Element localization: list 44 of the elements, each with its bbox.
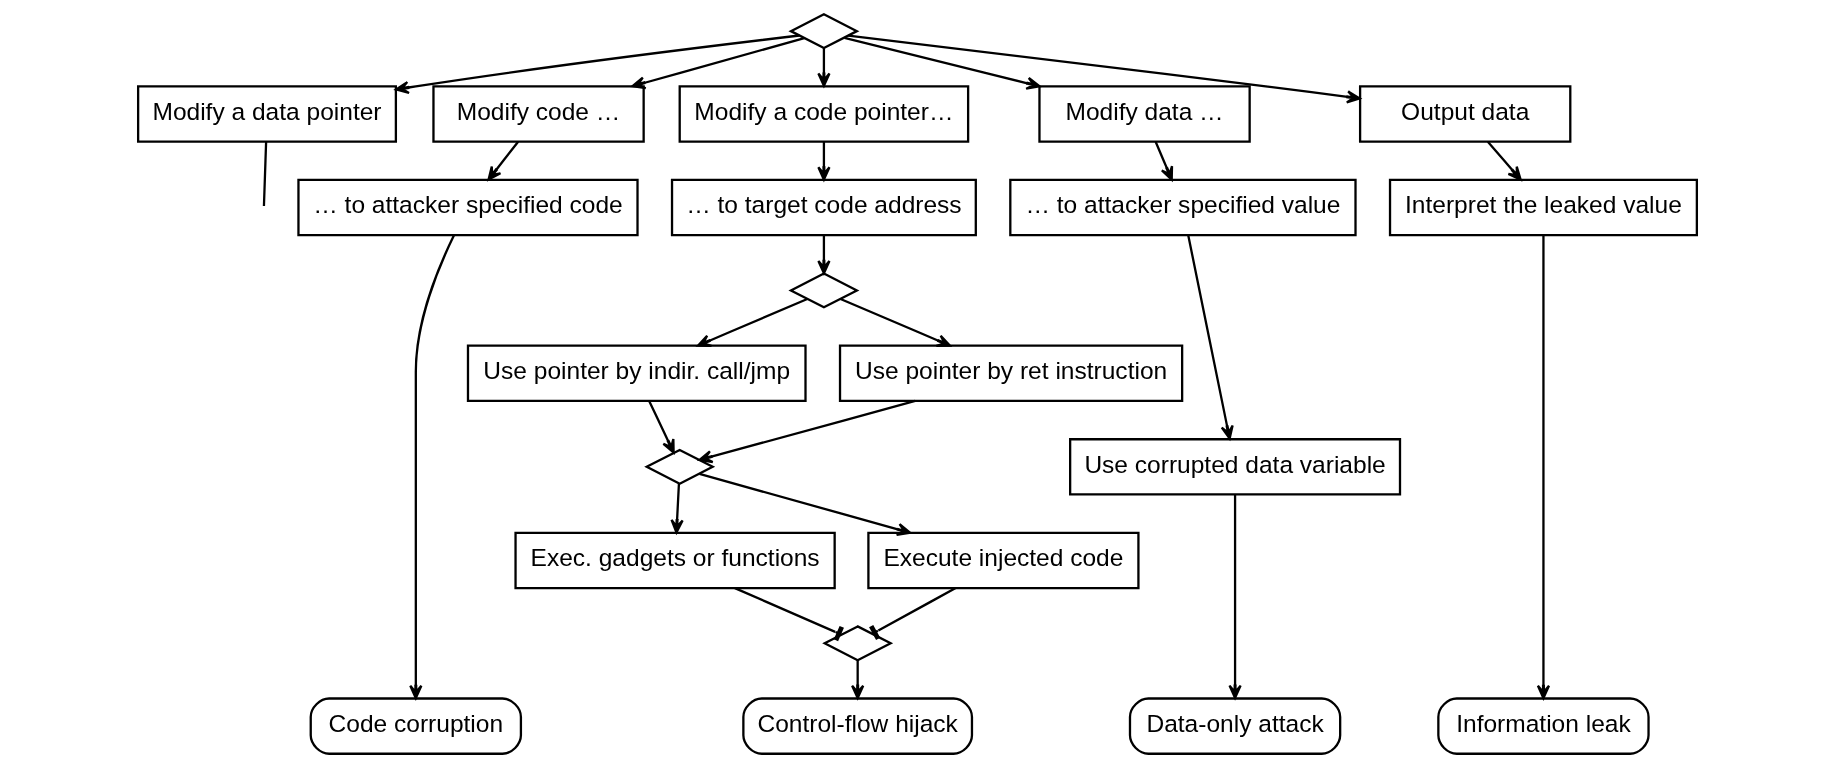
arrow — [840, 297, 951, 348]
node-box: Use corrupted data variable — [1069, 438, 1402, 496]
node-box: Exec. gadgets or functions — [514, 531, 836, 590]
node-box: Modify code … — [432, 85, 645, 143]
arrow — [1187, 235, 1234, 440]
node-box: Interpret the leaked value — [1388, 178, 1698, 237]
node-box: Modify a code pointer… — [678, 85, 970, 143]
connector — [734, 587, 844, 642]
arrow — [817, 141, 831, 181]
node-box: … to target code address — [670, 178, 977, 237]
arrow — [1536, 235, 1551, 700]
node-box: Use pointer by indir. call/jmp — [466, 344, 807, 403]
arrow — [844, 36, 1041, 90]
arrow — [670, 483, 684, 534]
arrow — [848, 34, 1361, 104]
arrow — [851, 660, 865, 700]
node-box: Use pointer by ret instruction — [838, 344, 1184, 403]
arrow — [1154, 141, 1174, 181]
arrow — [487, 141, 520, 181]
arrow — [696, 297, 808, 348]
node-diamond — [788, 272, 860, 309]
node-box: … to attacker specified value — [1009, 178, 1357, 237]
node-box: Modify data … — [1038, 85, 1251, 143]
node-box: … to attacker specified code — [297, 178, 639, 237]
node-box: Output data — [1358, 85, 1572, 143]
connector — [869, 587, 957, 640]
arrow — [1486, 140, 1522, 181]
connector — [262, 141, 268, 206]
node-box: Information leak — [1437, 697, 1650, 755]
arrow — [1228, 494, 1242, 700]
node-box: Control-flow hijack — [742, 697, 974, 755]
arrow — [648, 400, 675, 454]
node-box: Execute injected code — [867, 531, 1140, 590]
node-box: Modify a data pointer — [137, 85, 398, 143]
arrow — [699, 472, 912, 536]
node-diamond — [788, 12, 860, 50]
arrow — [817, 48, 831, 87]
arrow — [631, 37, 805, 90]
node-box: Code corruption — [309, 697, 523, 755]
arrow — [698, 399, 916, 464]
node-box: Data-only attack — [1128, 697, 1342, 755]
arrow — [817, 235, 831, 275]
arrow — [394, 34, 800, 95]
arrow — [409, 234, 456, 700]
